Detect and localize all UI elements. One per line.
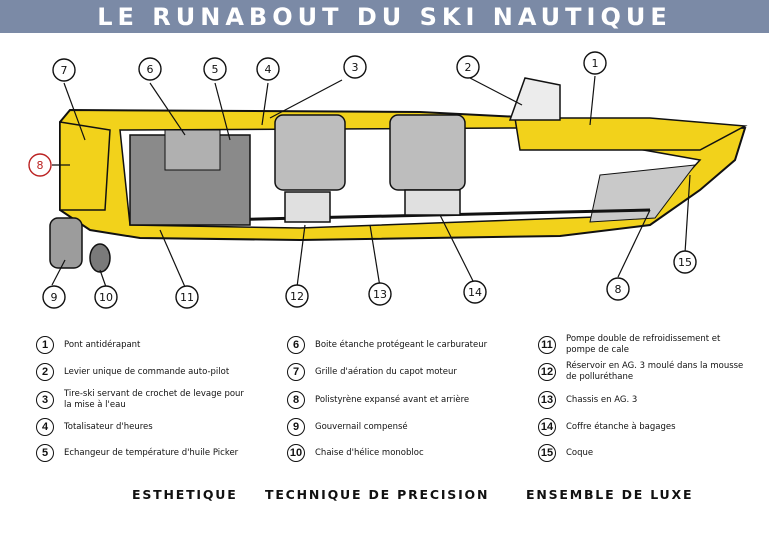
legend-number: 11 — [538, 336, 556, 354]
legend-text: Chassis en AG. 3 — [566, 394, 638, 405]
callout-7: 7 — [52, 58, 76, 82]
legend-text: Echangeur de température d'huile Picker — [64, 447, 239, 458]
callout-15: 15 — [673, 250, 697, 274]
callout-label: 12 — [290, 290, 304, 303]
callout-label: 8 — [37, 159, 44, 172]
callout-label: 13 — [373, 288, 387, 301]
legend-item: 8 Polistyrène expansé avant et arrière — [287, 389, 469, 411]
callout-label: 5 — [212, 63, 219, 76]
callout-11: 11 — [175, 285, 199, 309]
callout-label: 15 — [678, 256, 692, 269]
legend-text: Coffre étanche à bagages — [566, 421, 676, 432]
fuel-tank — [284, 191, 331, 223]
legend-text: Tire-ski servant de crochet de levage po… — [64, 389, 244, 410]
callout-label: 6 — [147, 63, 154, 76]
callout-5: 5 — [203, 57, 227, 81]
callout-3: 3 — [343, 55, 367, 79]
callout-label: 11 — [180, 291, 194, 304]
rudder — [49, 217, 83, 269]
legend-item: 5 Echangeur de température d'huile Picker — [36, 442, 238, 464]
callout-1: 1 — [583, 51, 607, 75]
legend-number: 3 — [36, 391, 54, 409]
callout-4: 4 — [256, 57, 280, 81]
legend-item: 1 Pont antidérapant — [36, 334, 140, 356]
callout-label: 2 — [465, 61, 472, 74]
callout-label: 10 — [99, 291, 113, 304]
carburettor-box — [164, 129, 221, 171]
legend-number: 9 — [287, 418, 305, 436]
title-band — [0, 0, 769, 33]
stern — [59, 121, 111, 211]
legend-item: 10 Chaise d'hélice monobloc — [287, 442, 424, 464]
callout-8: 8 — [606, 277, 630, 301]
legend-item: 7 Grille d'aération du capot moteur — [287, 361, 457, 383]
callout-12: 12 — [285, 284, 309, 308]
windscreen — [508, 77, 561, 121]
legend-text: Gouvernail compensé — [315, 421, 408, 432]
leader-lines — [51, 75, 691, 288]
luggage-box — [404, 189, 461, 216]
legend-number: 1 — [36, 336, 54, 354]
foam-bow — [589, 164, 697, 223]
callout-14: 14 — [463, 280, 487, 304]
legend-text: Levier unique de commande auto-pilot — [64, 366, 230, 377]
legend-item: 6 Boite étanche protégeant le carburateur — [287, 334, 487, 356]
legend-text: Totalisateur d'heures — [64, 421, 153, 432]
callout-label: 7 — [61, 64, 68, 77]
legend-text: Pont antidérapant — [64, 339, 141, 350]
legend-text: Grille d'aération du capot moteur — [315, 366, 457, 377]
footer-luxury: ENSEMBLE DE LUXE — [526, 487, 694, 502]
legend-item: 9 Gouvernail compensé — [287, 416, 408, 438]
callout-13: 13 — [368, 282, 392, 306]
legend-item: 12 Réservoir en AG. 3 moulé dans la mouss… — [538, 361, 743, 383]
callout-label: 3 — [352, 61, 359, 74]
callout-9: 9 — [42, 285, 66, 309]
legend-number: 14 — [538, 418, 556, 436]
legend-number: 2 — [36, 363, 54, 381]
bow-deck — [514, 117, 748, 151]
legend-number: 4 — [36, 418, 54, 436]
front-seat — [389, 114, 466, 191]
legend-number: 13 — [538, 391, 556, 409]
callout-label: 1 — [592, 57, 599, 70]
legend-item: 15 Coque — [538, 442, 593, 464]
legend-number: 15 — [538, 444, 556, 462]
legend-number: 6 — [287, 336, 305, 354]
legend-number: 10 — [287, 444, 305, 462]
callout-2: 2 — [456, 55, 480, 79]
legend-number: 7 — [287, 363, 305, 381]
callout-label: 4 — [265, 63, 272, 76]
callout-label: 14 — [468, 286, 482, 299]
legend-item: 4 Totalisateur d'heures — [36, 416, 153, 438]
legend-text: Chaise d'hélice monobloc — [315, 447, 424, 458]
legend-item: 14 Coffre étanche à bagages — [538, 416, 676, 438]
callout-label: 9 — [51, 291, 58, 304]
legend-text: Boite étanche protégeant le carburateur — [315, 339, 488, 350]
propeller — [89, 243, 111, 273]
legend-number: 8 — [287, 391, 305, 409]
callout-6: 6 — [138, 57, 162, 81]
callout-10: 10 — [94, 285, 118, 309]
footer-aesthetic: ESTHETIQUE — [132, 487, 238, 502]
callout-8: 8 — [28, 153, 52, 177]
legend-item: 13 Chassis en AG. 3 — [538, 389, 637, 411]
legend-item: 3 Tire-ski servant de crochet de levage p… — [36, 389, 244, 411]
rear-seat — [274, 114, 346, 191]
legend-number: 5 — [36, 444, 54, 462]
legend-text: Coque — [566, 447, 594, 458]
legend-text: Polistyrène expansé avant et arrière — [315, 394, 470, 405]
page-title: LE RUNABOUT DU SKI NAUTIQUE — [97, 3, 672, 31]
legend-item: 2 Levier unique de commande auto-pilot — [36, 361, 229, 383]
callout-label: 8 — [615, 283, 622, 296]
legend-number: 12 — [538, 363, 556, 381]
footer-technique: TECHNIQUE DE PRECISION — [265, 487, 490, 502]
